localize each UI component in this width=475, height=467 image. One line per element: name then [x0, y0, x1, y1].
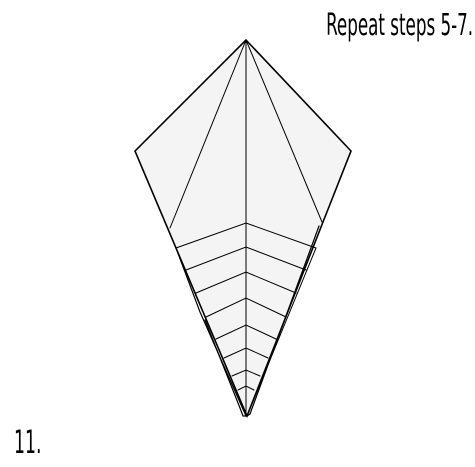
instruction-text: Repeat steps 5-7. — [326, 8, 473, 44]
step-number: 11. — [14, 424, 41, 460]
